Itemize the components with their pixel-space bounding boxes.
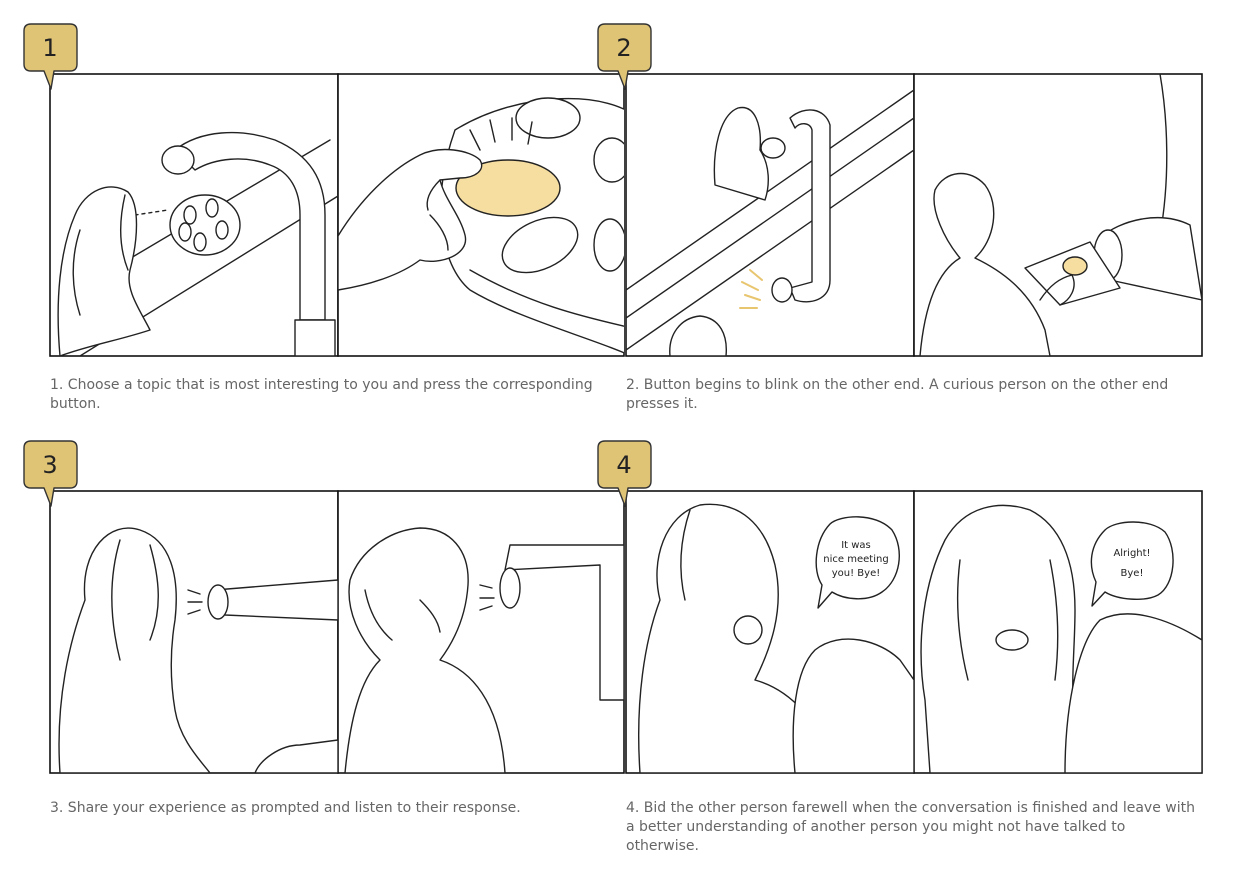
scene-blinking-button [626, 89, 914, 356]
bubble-left-line-3: you! Bye! [832, 568, 881, 579]
scene-farewell-left: It was nice meeting you! Bye! [638, 503, 914, 773]
step-2-caption: 2. Button begins to blink on the other e… [626, 377, 1169, 412]
step-badge-4-number: 4 [616, 451, 631, 479]
step-4-caption: 4. Bid the other person farewell when th… [626, 800, 1195, 854]
panel-2-left [625, 73, 915, 357]
scene-finger-pressing-button [338, 97, 624, 354]
step-badge-2: 2 [597, 23, 652, 90]
highlighted-button [455, 159, 561, 217]
step-3-caption: 3. Share your experience as prompted and… [50, 800, 521, 816]
step-badge-1-number: 1 [42, 34, 57, 62]
step-1-caption: 1. Choose a topic that is most interesti… [50, 377, 593, 412]
scene-curious-person-presses [919, 74, 1202, 356]
step-badge-3: 3 [23, 440, 78, 507]
step-badge-3-number: 3 [42, 451, 57, 479]
step-badge-1: 1 [23, 23, 78, 90]
scene-other-person-responds [344, 527, 624, 773]
bubble-left-line-2: nice meeting [823, 554, 888, 565]
bubble-right-line-1: Alright! [1113, 548, 1150, 559]
step-badge-2-number: 2 [616, 34, 631, 62]
bubble-left-line-1: It was [841, 540, 871, 551]
scene-person-at-button-panel [57, 131, 338, 356]
scene-person-speaks-into-tube [58, 527, 338, 773]
step-badge-4: 4 [597, 440, 652, 507]
bubble-right-line-2: Bye! [1121, 568, 1144, 579]
scene-farewell-right: Alright! Bye! [920, 504, 1202, 773]
